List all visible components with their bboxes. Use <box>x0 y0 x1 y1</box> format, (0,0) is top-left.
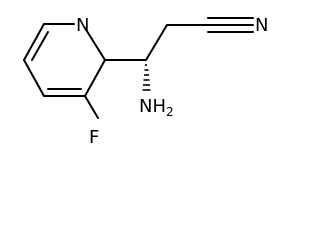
ring-bond-c2-c3 <box>84 59 106 97</box>
hashed-wedge-bond <box>142 64 151 91</box>
amine-nh-text: NH <box>139 96 166 117</box>
ring-bond-n1-c2 <box>84 27 106 61</box>
amine-label: NH2 <box>139 96 174 119</box>
nitrile-triple-bond <box>207 17 254 33</box>
ring-bond-c4-c5 <box>23 59 45 97</box>
nitrile-nitrogen-label: N <box>255 15 268 36</box>
ring-bond-c5-c6-inner <box>31 31 49 61</box>
ring-nitrogen-label: N <box>76 15 89 36</box>
bond-c3-fluorine <box>84 95 99 119</box>
fluorine-label: F <box>89 127 99 148</box>
ring-bond-c5-c6-outer <box>23 23 45 61</box>
pyridine-ring <box>23 23 106 97</box>
amine-subscript: 2 <box>166 105 174 119</box>
bond-chiral-ch2 <box>145 24 168 61</box>
molecule-structure: N N F NH2 <box>23 15 268 148</box>
